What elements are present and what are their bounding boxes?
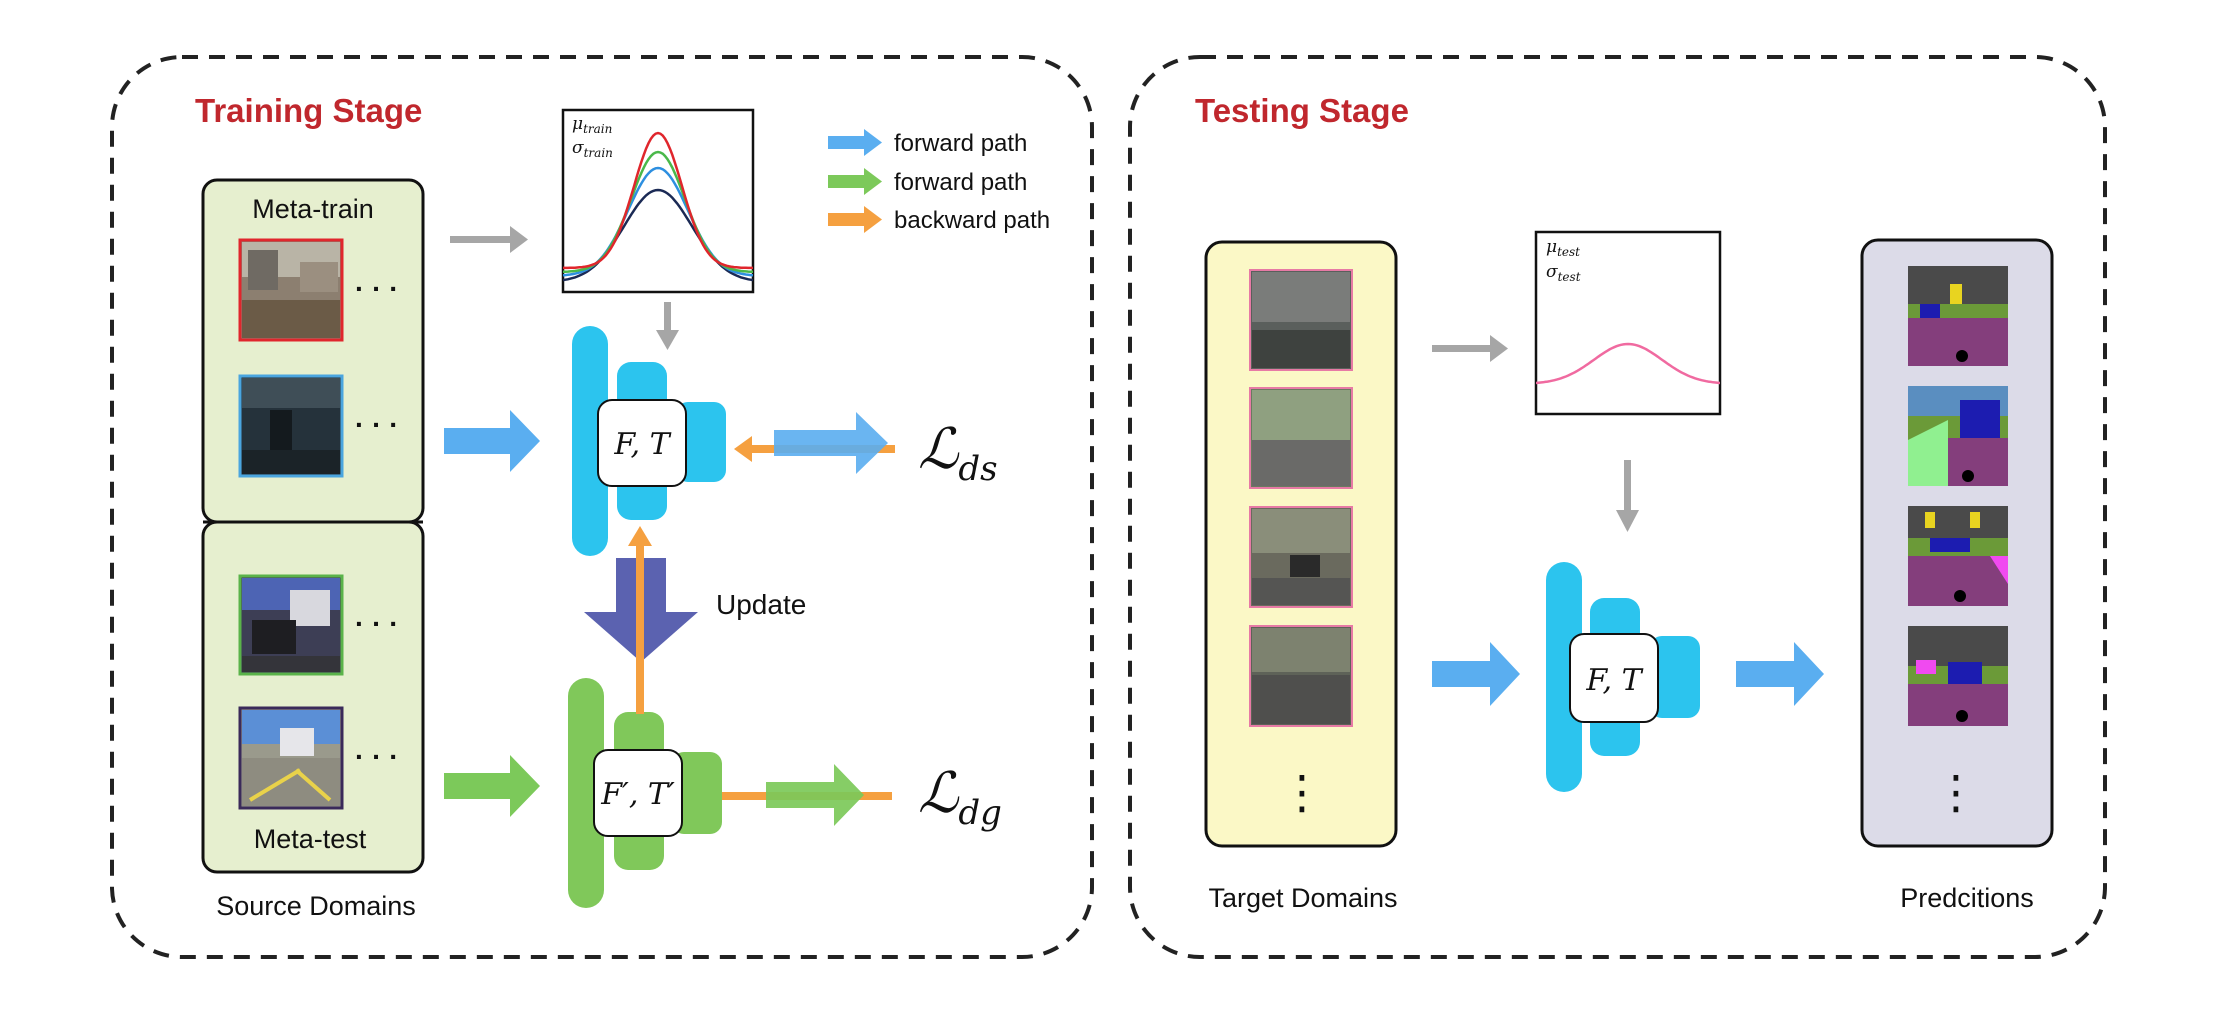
ellipsis-2: · · · — [355, 409, 399, 440]
model-ft-prime-label: F′, T′ — [600, 777, 675, 812]
predictions-vdots: ⋮ — [1933, 766, 1979, 818]
train-mu-symbol: μ — [572, 114, 583, 134]
legend: forward path forward path backward path — [828, 129, 1050, 234]
loss-dg: ℒdg — [918, 761, 1002, 833]
gray-arrow-to-train-plot — [450, 226, 528, 253]
target-image-3 — [1249, 506, 1353, 608]
test-mu-subscript: test — [1557, 245, 1580, 259]
source-image-2 — [238, 374, 344, 478]
legend-item-forward-blue: forward path — [828, 129, 1027, 157]
legend-forward-green-label: forward path — [894, 169, 1027, 196]
svg-text:σtrain: σtrain — [572, 138, 613, 160]
gray-arrow-to-test-plot — [1432, 335, 1508, 362]
loss-ds-subscript: ds — [958, 449, 997, 489]
source-image-3 — [238, 574, 344, 676]
prediction-image-4 — [1908, 626, 2008, 726]
target-domains-label: Target Domains — [1208, 883, 1397, 913]
blue-arrow-to-test-model — [1432, 642, 1520, 706]
prediction-image-1 — [1908, 266, 2008, 366]
model-ft-test-label: F, T — [1585, 663, 1643, 698]
test-sigma-subscript: test — [1558, 270, 1581, 284]
svg-text:μtest: μtest — [1546, 237, 1580, 259]
target-image-4 — [1249, 625, 1353, 727]
train-curve-red — [563, 131, 753, 270]
target-image-1 — [1249, 269, 1353, 371]
source-domains-label: Source Domains — [216, 891, 416, 921]
source-image-4 — [238, 706, 344, 810]
loss-ds: ℒds — [918, 417, 998, 489]
green-forward-arrow-source — [444, 755, 540, 817]
predictions-label: Predcitions — [1900, 883, 2034, 913]
test-sigma-symbol: σ — [1546, 262, 1558, 282]
model-ft-test: F, T — [1546, 562, 1700, 792]
ellipsis-3: · · · — [355, 608, 399, 639]
svg-text:μtrain: μtrain — [572, 114, 612, 136]
meta-test-label: Meta-test — [254, 824, 367, 854]
loss-dg-subscript: dg — [958, 793, 1002, 833]
test-distribution-plot: μtest σtest — [1534, 230, 1722, 416]
prediction-image-3 — [1908, 506, 2008, 606]
target-vdots: ⋮ — [1279, 766, 1325, 818]
ellipsis-4: · · · — [355, 741, 399, 772]
svg-text:σtest: σtest — [1546, 262, 1581, 284]
blue-forward-arrow-source — [444, 410, 540, 472]
test-curve — [1536, 342, 1720, 385]
legend-backward-orange-label: backward path — [894, 207, 1050, 234]
prediction-image-2 — [1908, 386, 2008, 486]
ellipsis-1: · · · — [355, 273, 399, 304]
blue-arrow-to-predictions — [1736, 642, 1824, 706]
loss-dg-symbol: ℒ — [918, 761, 960, 826]
train-sigma-subscript: train — [584, 146, 613, 160]
legend-item-backward-orange: backward path — [828, 206, 1050, 234]
train-distribution-plot: μtrain σtrain — [561, 108, 755, 294]
blue-forward-arrow-ds — [774, 412, 888, 474]
gray-arrow-test-plot-to-model — [1616, 460, 1639, 532]
model-ft-label: F, T — [613, 427, 671, 462]
testing-stage-frame — [1128, 55, 2107, 959]
gray-arrow-plot-to-model — [656, 302, 679, 350]
legend-item-forward-green: forward path — [828, 168, 1027, 196]
model-ft-train: F, T — [572, 326, 726, 556]
legend-forward-blue-label: forward path — [894, 130, 1027, 157]
source-image-1 — [238, 238, 344, 342]
training-stage-title: Training Stage — [195, 92, 422, 129]
test-mu-symbol: μ — [1546, 237, 1557, 257]
loss-ds-symbol: ℒ — [918, 417, 960, 482]
target-image-2 — [1249, 387, 1353, 489]
green-forward-arrow-dg — [766, 764, 864, 826]
train-sigma-symbol: σ — [572, 138, 584, 158]
train-mu-subscript: train — [583, 122, 612, 136]
model-ft-prime: F′, T′ — [568, 678, 722, 908]
meta-train-label: Meta-train — [252, 194, 374, 224]
orange-backward-vertical — [628, 526, 652, 714]
training-stage-frame — [110, 55, 1094, 959]
update-label: Update — [716, 589, 806, 620]
testing-stage-title: Testing Stage — [1195, 92, 1409, 129]
